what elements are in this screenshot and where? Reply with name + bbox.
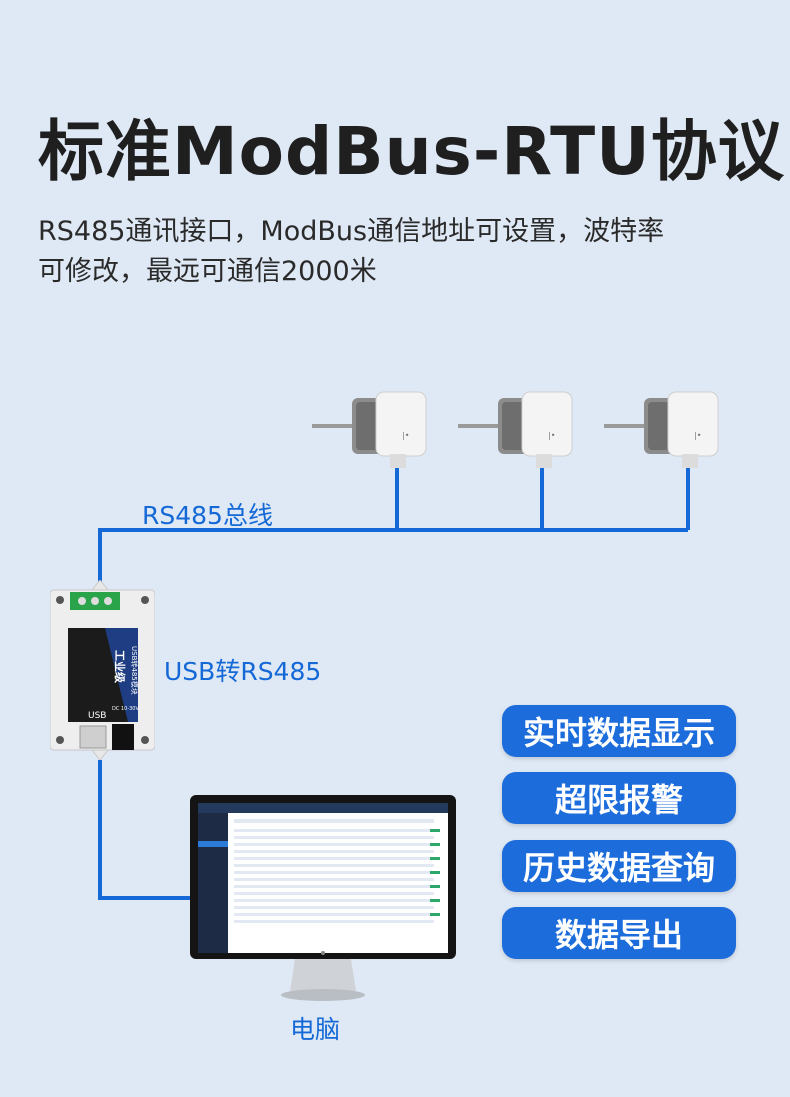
svg-text:|•: |• (694, 431, 701, 440)
bus-main-wire (98, 528, 688, 585)
feature-realtime-display: 实时数据显示 (502, 705, 736, 757)
svg-text:|•: |• (548, 431, 555, 440)
computer-label: 电脑 (290, 1015, 341, 1044)
sensor-3: |• (604, 391, 719, 468)
description-line-1: RS485通讯接口，ModBus通信地址可设置，波特率 (38, 216, 665, 247)
converter-title: 工业级 (113, 650, 127, 684)
protocol-description: RS485通讯接口，ModBus通信地址可设置，波特率 可修改，最远可通信200… (38, 212, 758, 292)
converter-usb-port-label: USB (88, 711, 106, 721)
feature-history-query: 历史数据查询 (502, 840, 736, 892)
sensor-2: |• (458, 391, 573, 468)
svg-text:|•: |• (402, 431, 409, 440)
description-line-2: 可修改，最远可通信2000米 (38, 256, 377, 287)
converter-to-computer-wire (98, 760, 192, 900)
converter-power-label: DC 10-30V (112, 706, 139, 712)
feature-data-export: 数据导出 (502, 907, 736, 959)
page-headline: 标准ModBus-RTU协议 (38, 113, 785, 190)
sensor-1: |• (312, 391, 427, 468)
feature-overlimit-alarm: 超限报警 (502, 772, 736, 824)
usb-rs485-converter: 工业级 USB转485模块 USB DC 10-30V (50, 580, 155, 760)
computer-monitor (190, 795, 456, 1001)
usb-to-rs485-label: USB转RS485 (164, 657, 322, 686)
converter-subtitle: USB转485模块 (130, 646, 139, 695)
rs485-bus-label: RS485总线 (142, 501, 273, 530)
